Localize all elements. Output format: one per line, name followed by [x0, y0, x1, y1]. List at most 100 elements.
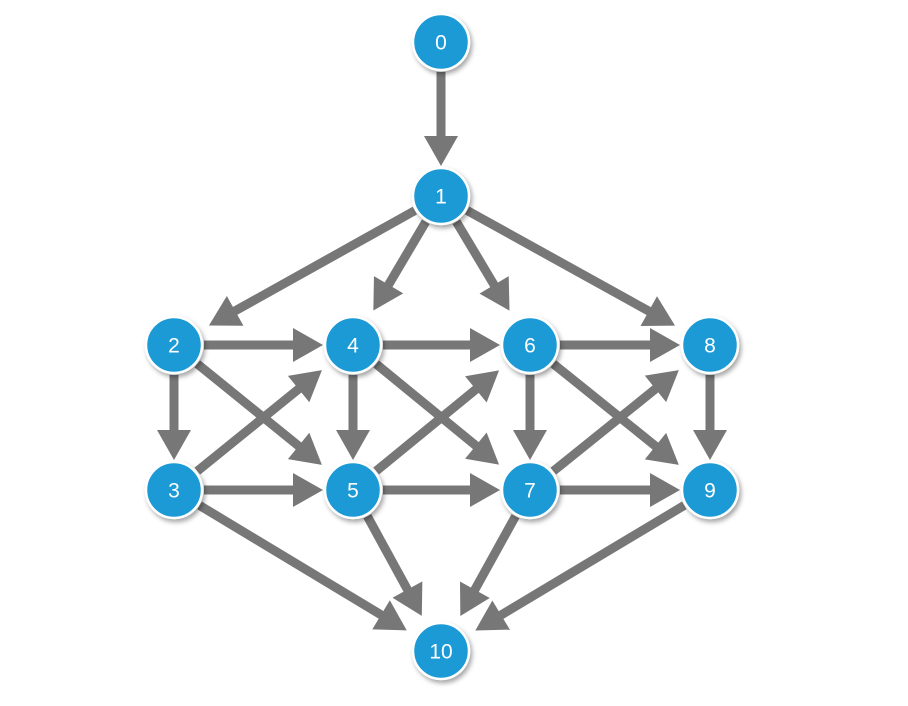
edge-1-to-8	[465, 206, 676, 326]
edge-5-to-6	[373, 370, 500, 475]
edge-line	[363, 514, 413, 594]
node-label: 3	[168, 480, 180, 503]
edge-6-to-7	[513, 375, 547, 460]
node-8: 8	[680, 315, 740, 375]
edge-line	[194, 384, 303, 475]
node-label: 8	[704, 335, 716, 358]
node-circle	[144, 460, 204, 520]
arrowhead-icon	[644, 432, 679, 465]
arrowhead-icon	[459, 581, 490, 616]
edge-line	[197, 501, 386, 620]
node-circle	[500, 460, 560, 520]
edge-6-to-8	[560, 328, 680, 362]
node-circle	[680, 315, 740, 375]
arrowhead-icon	[470, 473, 500, 507]
node-label: 1	[435, 186, 447, 209]
edge-1-to-2	[208, 206, 417, 326]
edge-line	[231, 206, 417, 316]
edge-7-to-10	[459, 514, 520, 616]
node-label: 6	[524, 335, 536, 358]
arrowhead-icon	[640, 296, 676, 326]
edge-2-to-4	[204, 328, 323, 362]
edge-1-to-4	[373, 219, 430, 311]
node-circle	[323, 460, 383, 520]
arrowhead-icon	[465, 432, 500, 465]
arrowhead-icon	[336, 430, 370, 460]
node-label: 5	[347, 480, 359, 503]
node-10: 10	[411, 621, 471, 681]
arrowhead-icon	[293, 473, 323, 507]
arrowhead-icon	[650, 328, 680, 362]
edge-4-to-7	[373, 360, 500, 465]
arrowhead-icon	[513, 430, 547, 460]
edge-line	[469, 514, 520, 594]
edge-0-to-1	[424, 72, 458, 166]
node-1: 1	[411, 166, 471, 226]
edge-2-to-5	[194, 360, 322, 465]
edge-line	[497, 501, 687, 620]
node-circle	[411, 12, 471, 72]
edge-6-to-9	[550, 360, 679, 465]
arrowhead-icon	[650, 473, 680, 507]
edge-2-to-3	[157, 375, 191, 460]
edge-7-to-9	[560, 473, 680, 507]
edge-5-to-10	[363, 514, 423, 616]
arrowhead-icon	[475, 600, 510, 631]
arrowhead-icon	[373, 276, 404, 311]
node-label: 0	[435, 32, 447, 55]
edge-line	[452, 219, 499, 289]
arrowhead-icon	[470, 328, 500, 362]
edge-1-to-6	[452, 219, 510, 311]
arrowhead-icon	[208, 296, 244, 326]
node-circle	[323, 315, 383, 375]
node-5: 5	[323, 460, 383, 520]
node-circle	[144, 315, 204, 375]
edge-line	[465, 206, 653, 316]
edge-line	[373, 384, 481, 475]
arrowhead-icon	[479, 276, 510, 311]
edge-line	[194, 360, 303, 451]
edge-7-to-8	[550, 370, 679, 475]
arrowhead-icon	[293, 328, 323, 362]
arrowhead-icon	[693, 430, 727, 460]
arrowhead-icon	[424, 136, 458, 166]
node-circle	[411, 166, 471, 226]
arrowhead-icon	[465, 370, 500, 403]
arrowhead-icon	[644, 370, 679, 403]
node-circle	[680, 460, 740, 520]
node-label: 2	[168, 335, 180, 358]
arrowhead-icon	[392, 581, 423, 616]
edge-5-to-7	[383, 473, 500, 507]
node-label: 4	[347, 335, 359, 358]
node-0: 0	[411, 12, 471, 72]
edge-line	[373, 360, 481, 451]
edge-line	[550, 384, 660, 475]
arrowhead-icon	[287, 370, 322, 403]
node-7: 7	[500, 460, 560, 520]
node-circle	[411, 621, 471, 681]
node-6: 6	[500, 315, 560, 375]
edge-9-to-10	[475, 501, 687, 631]
node-3: 3	[144, 460, 204, 520]
edge-3-to-4	[194, 370, 322, 475]
edge-3-to-10	[197, 501, 407, 631]
node-2: 2	[144, 315, 204, 375]
edge-3-to-5	[204, 473, 323, 507]
arrowhead-icon	[157, 430, 191, 460]
node-label: 7	[524, 480, 536, 503]
edge-line	[550, 360, 660, 451]
edges-layer	[157, 72, 727, 631]
node-4: 4	[323, 315, 383, 375]
node-circle	[500, 315, 560, 375]
node-9: 9	[680, 460, 740, 520]
edge-line	[383, 219, 430, 289]
edge-4-to-6	[383, 328, 500, 362]
arrowhead-icon	[372, 600, 407, 631]
nodes-layer: 0 1 2 3 4 5 6 7 8 9 10	[144, 12, 740, 681]
arrowhead-icon	[287, 432, 322, 465]
node-label: 9	[704, 480, 716, 503]
edge-4-to-5	[336, 375, 370, 460]
edge-8-to-9	[693, 375, 727, 460]
